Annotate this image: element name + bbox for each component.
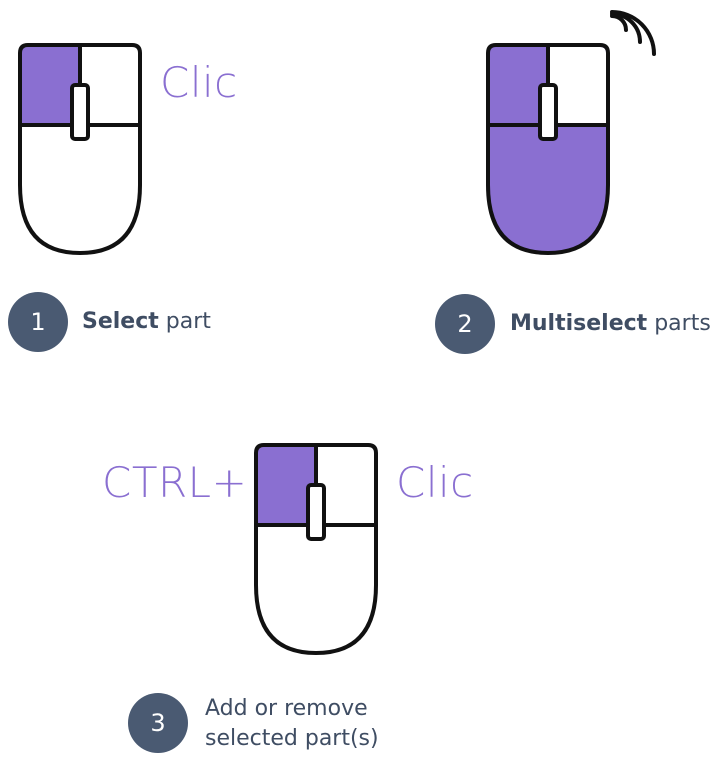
click-label: Clic	[396, 458, 474, 507]
mouse-hold-icon	[486, 43, 612, 255]
step-number-badge: 2	[435, 294, 495, 354]
caption-line-1: Add or remove	[205, 696, 368, 721]
click-label: Clic	[160, 58, 238, 107]
step-number-badge: 1	[8, 292, 68, 352]
mouse-left-click-icon	[18, 43, 142, 255]
step-number-badge: 3	[128, 693, 188, 753]
caption-strong: Multiselect	[510, 311, 648, 336]
caption-strong: Select	[82, 309, 159, 334]
caption-line-2: selected part(s)	[205, 725, 379, 751]
signal-waves-icon	[608, 8, 658, 58]
step-caption: Add or remove selected part(s)	[205, 694, 379, 753]
step-caption: Multiselect parts	[510, 309, 711, 339]
ctrl-modifier-label: CTRL+	[102, 458, 248, 507]
caption-rest: parts	[647, 311, 711, 336]
step-caption: Select part	[82, 307, 211, 337]
caption-rest: part	[158, 309, 211, 334]
mouse-left-click-icon	[254, 443, 378, 655]
